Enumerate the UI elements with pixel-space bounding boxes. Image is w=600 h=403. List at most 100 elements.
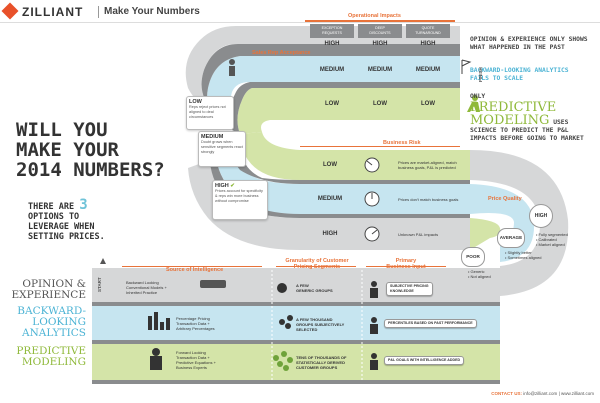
checkmark-icon: ✔ xyxy=(230,183,235,189)
brand-tagline: Make Your Numbers xyxy=(104,6,200,17)
generic-groups-icon xyxy=(277,283,287,293)
section-source-intel: Source of Intelligence xyxy=(166,267,224,273)
right-predictive-big-2: MODELING xyxy=(470,113,550,128)
business-person-icon-2 xyxy=(370,317,378,334)
bar-chart-icon xyxy=(148,312,170,330)
road-dark-bottom-1 xyxy=(92,302,500,306)
op-col-header-3 xyxy=(406,24,450,38)
options-intro-line3: SETTING PRICES. xyxy=(28,232,105,242)
risk-level-medium: MEDIUM xyxy=(317,196,343,202)
sales-medium-title: MEDIUM xyxy=(201,134,224,140)
legend-predictive: PREDICTIVE MODELING xyxy=(16,345,86,368)
quality-poor-notes: • Generic • Not aligned xyxy=(468,269,504,279)
right-backward-text: BACKWARD-LOOKING ANALYTICS FAILS TO SCAL… xyxy=(470,67,569,82)
lane-green-right-curve xyxy=(470,218,501,250)
op-medium-3: MEDIUM xyxy=(415,67,441,73)
sales-low-desc: Reps reject prices not aligned to deal c… xyxy=(189,105,226,119)
business-person-icon-1 xyxy=(370,281,378,298)
contact-web[interactable]: www.zilliant.com xyxy=(560,391,594,396)
op-high-3: HIGH xyxy=(420,41,436,47)
gauge-icon-low xyxy=(364,157,380,173)
quality-high-bubble: HIGH xyxy=(529,204,553,228)
right-predictive-rest: SCIENCE TO PREDICT THE P&L IMPACTS BEFOR… xyxy=(470,127,584,142)
section-primary-input: Primary Business Input xyxy=(386,258,426,270)
lane-green-mid xyxy=(239,132,470,180)
section-sales-rep: Sales Rep Acceptance xyxy=(252,50,311,56)
intel-gran-3: TENS OF THOUSANDS OF STATISTICALLY DERIV… xyxy=(296,355,347,370)
intel-input-2: PERCENTILES BASED ON PAST PERFORMANCE xyxy=(384,319,477,328)
tens-thousands-groups-icon xyxy=(273,351,293,371)
road-dark-top-2 xyxy=(229,82,460,134)
road-dark-mid-1 xyxy=(232,150,470,184)
business-person-icon-3 xyxy=(370,353,378,370)
sales-high-title: HIGH ✔ xyxy=(215,183,265,189)
op-low-3: LOW xyxy=(421,101,435,107)
lane-grey-mid xyxy=(188,160,470,250)
contact-label: CONTACT US: xyxy=(491,391,522,396)
sales-medium-desc: Doubt grows when sensitive segments reac… xyxy=(201,140,243,154)
granularity-header-bar xyxy=(276,266,356,267)
sales-high-desc: Prices account for specificity & reps wi… xyxy=(215,189,263,203)
gauge-icon-medium xyxy=(364,191,380,207)
road-dark-bottom-2 xyxy=(92,340,500,344)
intel-source-3: Forward Looking Transaction Data + Predi… xyxy=(176,350,216,370)
options-intro-pre: THERE ARE xyxy=(28,202,75,212)
op-high-1: HIGH xyxy=(324,41,340,47)
car-dashboard-icon xyxy=(200,280,226,288)
right-opinion-text: OPINION & EXPERIENCE ONLY SHOWS WHAT HAP… xyxy=(470,36,588,51)
right-predictive-big-1: PREDICTIVE xyxy=(470,100,557,115)
op-col-header-2 xyxy=(358,24,402,38)
options-intro-line1: OPTIONS TO xyxy=(28,212,80,222)
contact-email[interactable]: info@zilliant.com xyxy=(523,391,558,396)
section-operational-impacts: Operational Impacts xyxy=(348,13,401,19)
finish-flag-icon xyxy=(461,59,472,74)
brand-name: ZILLIANT xyxy=(22,5,84,19)
quality-poor-note-1: • Generic xyxy=(468,269,485,274)
legend-opinion: OPINION & EXPERIENCE xyxy=(11,278,86,301)
op-col-header-1 xyxy=(310,24,354,38)
sales-callout-low: LOW Reps reject prices not aligned to de… xyxy=(186,96,234,130)
quality-average-note-2: • Sometimes aligned xyxy=(505,255,542,260)
right-predictive-uses: USES xyxy=(553,119,569,126)
quality-high-note-3: • Market aligned xyxy=(536,242,565,247)
op-low-2: LOW xyxy=(373,101,387,107)
thousand-groups-icon xyxy=(279,315,293,329)
intel-source-1: Backward Looking Conventional Models + I… xyxy=(126,280,167,295)
sales-callout-medium: MEDIUM Doubt grows when sensitive segmen… xyxy=(198,131,246,167)
op-col-turnaround: QUOTE TURNAROUND xyxy=(415,26,441,35)
risk-level-low: LOW xyxy=(323,162,337,168)
sales-callout-high: HIGH ✔ Prices account for specificity & … xyxy=(212,180,268,220)
risk-text-medium: Prices don't match business goals xyxy=(398,197,459,202)
op-medium-2: MEDIUM xyxy=(367,67,393,73)
person-icon xyxy=(229,59,235,76)
road-dark-bottom-3 xyxy=(92,380,500,384)
options-intro-line2: LEVERAGE WHEN xyxy=(28,222,95,232)
finish-label: FINISH xyxy=(478,67,483,82)
intel-gran-1: A FEW GENERIC GROUPS xyxy=(296,283,333,293)
quality-average-note-1: • Slightly better xyxy=(505,250,532,255)
gauge-icon-high xyxy=(364,226,380,242)
quality-high-notes: • Fully segmented • Calibrated • Market … xyxy=(536,232,590,247)
section-price-quality: Price Quality xyxy=(488,196,522,202)
legend-backward: BACKWARD- LOOKING ANALYTICS xyxy=(17,305,86,339)
right-predictive-block: ONLY PREDICTIVE MODELING USES SCIENCE TO… xyxy=(470,93,595,143)
risk-header-bar xyxy=(300,146,460,147)
risk-text-high: Unknown P&L impacts xyxy=(398,232,439,237)
quality-poor-bubble: POOR xyxy=(461,247,485,267)
risk-level-high: HIGH xyxy=(322,231,338,237)
intel-input-3: P&L GOALS WITH INTELLIGENCE ADDED xyxy=(384,356,465,365)
header-divider xyxy=(0,22,600,23)
op-col-discounts: DEEP DISCOUNTS xyxy=(369,26,391,35)
op-impacts-header-bar xyxy=(305,20,455,22)
header-separator xyxy=(98,6,99,18)
op-high-2: HIGH xyxy=(372,41,388,47)
intel-gran-2: A FEW THOUSAND GROUPS SUBJECTIVELY SELEC… xyxy=(296,317,345,332)
thinker-icon xyxy=(150,348,162,370)
intel-input-1: SUBJECTIVE PRICING KNOWLEDGE xyxy=(386,282,433,296)
lane-grey-right-curve xyxy=(470,150,569,296)
road-dark-top xyxy=(201,44,461,120)
options-intro: THERE ARE 3 OPTIONS TO LEVERAGE WHEN SET… xyxy=(28,198,105,242)
start-arrow-icon xyxy=(100,258,106,264)
right-only: ONLY xyxy=(470,93,486,100)
sales-high-title-text: HIGH xyxy=(215,183,229,189)
